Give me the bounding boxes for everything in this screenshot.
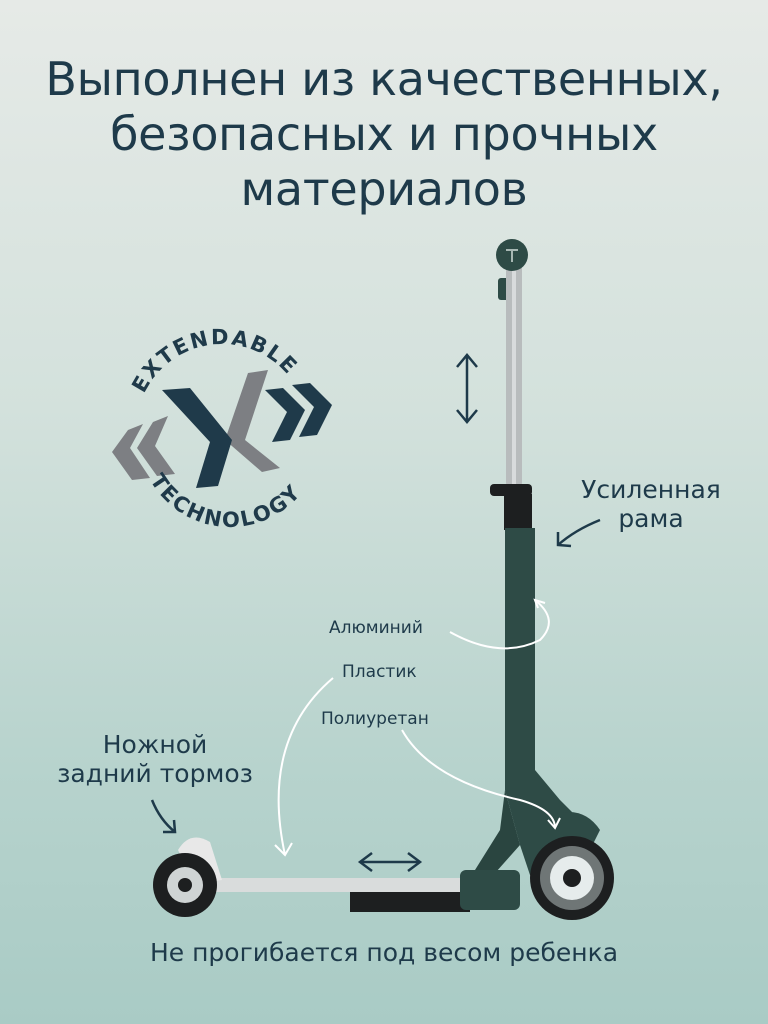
horizontal-extend-arrow-icon bbox=[357, 852, 423, 872]
extendable-technology-badge: EXTENDABLE TECHNOLOGY bbox=[112, 325, 332, 532]
scooter-image bbox=[153, 239, 614, 920]
aluminium-pointer-icon bbox=[449, 598, 550, 650]
plastic-label: Пластик bbox=[342, 662, 417, 682]
frame-callout-line-1: Усиленная bbox=[581, 475, 721, 504]
badge-top-text: EXTENDABLE bbox=[127, 325, 303, 396]
brake-callout-line-2: задний тормоз bbox=[57, 759, 253, 788]
polyurethane-pointer-icon bbox=[401, 729, 561, 830]
frame-arrow-icon bbox=[556, 518, 601, 548]
badge-bottom-text: TECHNOLOGY bbox=[146, 469, 306, 532]
polyurethane-label: Полиуретан bbox=[321, 709, 429, 729]
headline: Выполнен из качественных, безопасных и п… bbox=[0, 52, 768, 217]
plastic-pointer-icon bbox=[274, 677, 334, 857]
aluminium-label: Алюминий bbox=[329, 618, 423, 638]
headline-line-2: безопасных и прочных bbox=[110, 107, 658, 161]
brake-callout: Ножной задний тормоз bbox=[50, 730, 260, 788]
brake-callout-line-1: Ножной bbox=[102, 730, 208, 759]
frame-callout-line-2: рама bbox=[618, 504, 684, 533]
headline-line-3: материалов bbox=[240, 162, 528, 216]
headline-line-1: Выполнен из качественных, bbox=[45, 52, 723, 106]
vertical-extend-arrow-icon bbox=[456, 353, 478, 424]
frame-callout: Усиленная рама bbox=[566, 475, 736, 533]
footer-caption: Не прогибается под весом ребенка bbox=[149, 938, 619, 967]
brake-arrow-icon bbox=[150, 799, 177, 834]
x-chevrons-icon bbox=[112, 370, 332, 488]
